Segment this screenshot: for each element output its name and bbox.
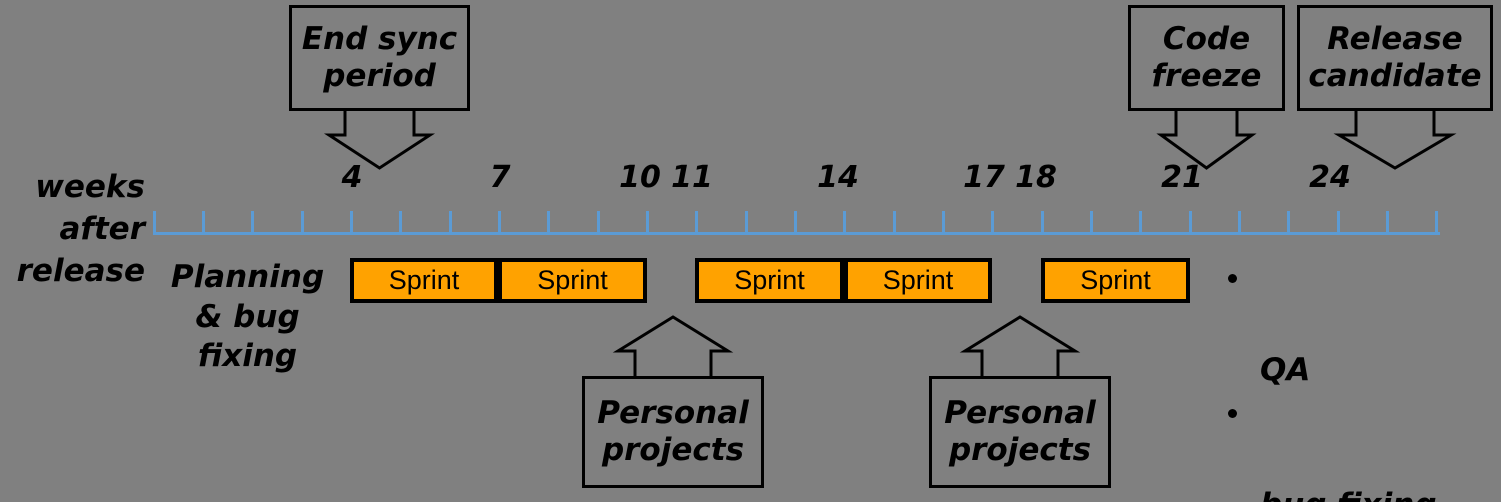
personal-projects-label: Personal projects [597,395,749,468]
milestone-label-end-sync-period: End sync period [301,21,458,94]
sprint-label: Sprint [1080,265,1151,295]
up-arrow-personal-projects-2 [929,315,1111,379]
sprint-box-5[interactable]: Sprint [1041,258,1190,303]
axis-tick-20 [1139,211,1142,233]
tick-label-14: 14 [817,160,859,195]
tick-label-10: 10 [619,160,661,195]
milestone-box-release-candidate: Release candidate [1297,5,1493,111]
axis-tick-16 [942,211,945,233]
personal-projects-label: Personal projects [944,395,1096,468]
personal-projects-box-1: Personal projects [582,376,764,488]
axis-tick-22 [1238,211,1241,233]
personal-projects-box-2: Personal projects [929,376,1111,488]
axis-tick-19 [1090,211,1093,233]
axis-tick-25 [1386,211,1389,233]
tick-label-7: 7 [489,160,511,195]
axis-tick-18 [1041,211,1044,233]
axis-tick-7 [498,211,501,233]
sprint-label: Sprint [882,265,954,295]
axis-tick-10 [646,211,649,233]
axis-tick-13 [794,211,797,233]
milestone-box-code-freeze: Code freeze [1128,5,1285,111]
down-arrow-code-freeze [1128,108,1285,170]
axis-tick-2 [251,211,254,233]
tick-label-18: 18 [1015,160,1057,195]
activities-list: QA bug fixing continuous integration [1222,258,1492,502]
tick-label-21: 21 [1161,160,1203,195]
sprint-box-2[interactable]: Sprint [498,258,647,303]
axis-tick-3 [301,211,304,233]
activity-label: bug fixing [1260,487,1437,502]
axis-tick-24 [1337,211,1340,233]
tick-label-17: 17 [963,160,1005,195]
tick-label-24: 24 [1309,160,1351,195]
axis-tick-23 [1287,211,1290,233]
axis-tick-14 [843,211,846,233]
axis-tick-9 [597,211,600,233]
axis-tick-17 [991,211,994,233]
down-arrow-release-candidate [1297,108,1493,170]
axis-tick-15 [893,211,896,233]
axis-tick-12 [745,211,748,233]
phase-label-planning: Planning & bug fixing [170,259,325,375]
tick-label-4: 4 [341,160,363,195]
sprint-label: Sprint [537,265,608,295]
axis-tick-0 [153,211,156,233]
axis-tick-5 [399,211,402,233]
axis-tick-21 [1189,211,1192,233]
axis-tick-26 [1435,211,1438,233]
milestone-label-code-freeze: Code freeze [1151,21,1262,94]
sprint-box-1[interactable]: Sprint [350,258,498,303]
axis-tick-4 [350,211,353,233]
sprint-label: Sprint [734,265,805,295]
tick-label-11: 11 [671,160,713,195]
bullet-dot-icon [1228,274,1237,283]
activity-item-qa: QA [1222,258,1492,393]
axis-tick-1 [202,211,205,233]
axis-caption: weeks after release [16,169,145,289]
activity-item-bug-fixing: bug fixing [1222,393,1492,502]
sprint-label: Sprint [388,265,460,295]
axis-tick-6 [449,211,452,233]
sprint-box-4[interactable]: Sprint [844,258,992,303]
milestone-box-end-sync-period: End sync period [289,5,470,111]
down-arrow-end-sync-period [289,108,470,170]
activity-label: QA [1260,351,1311,388]
axis-tick-11 [695,211,698,233]
sprint-box-3[interactable]: Sprint [695,258,844,303]
bullet-dot-icon [1228,408,1237,418]
milestone-label-release-candidate: Release candidate [1308,21,1482,94]
timeline-axis-baseline [153,232,1440,235]
up-arrow-personal-projects-1 [582,315,764,379]
axis-tick-8 [547,211,550,233]
